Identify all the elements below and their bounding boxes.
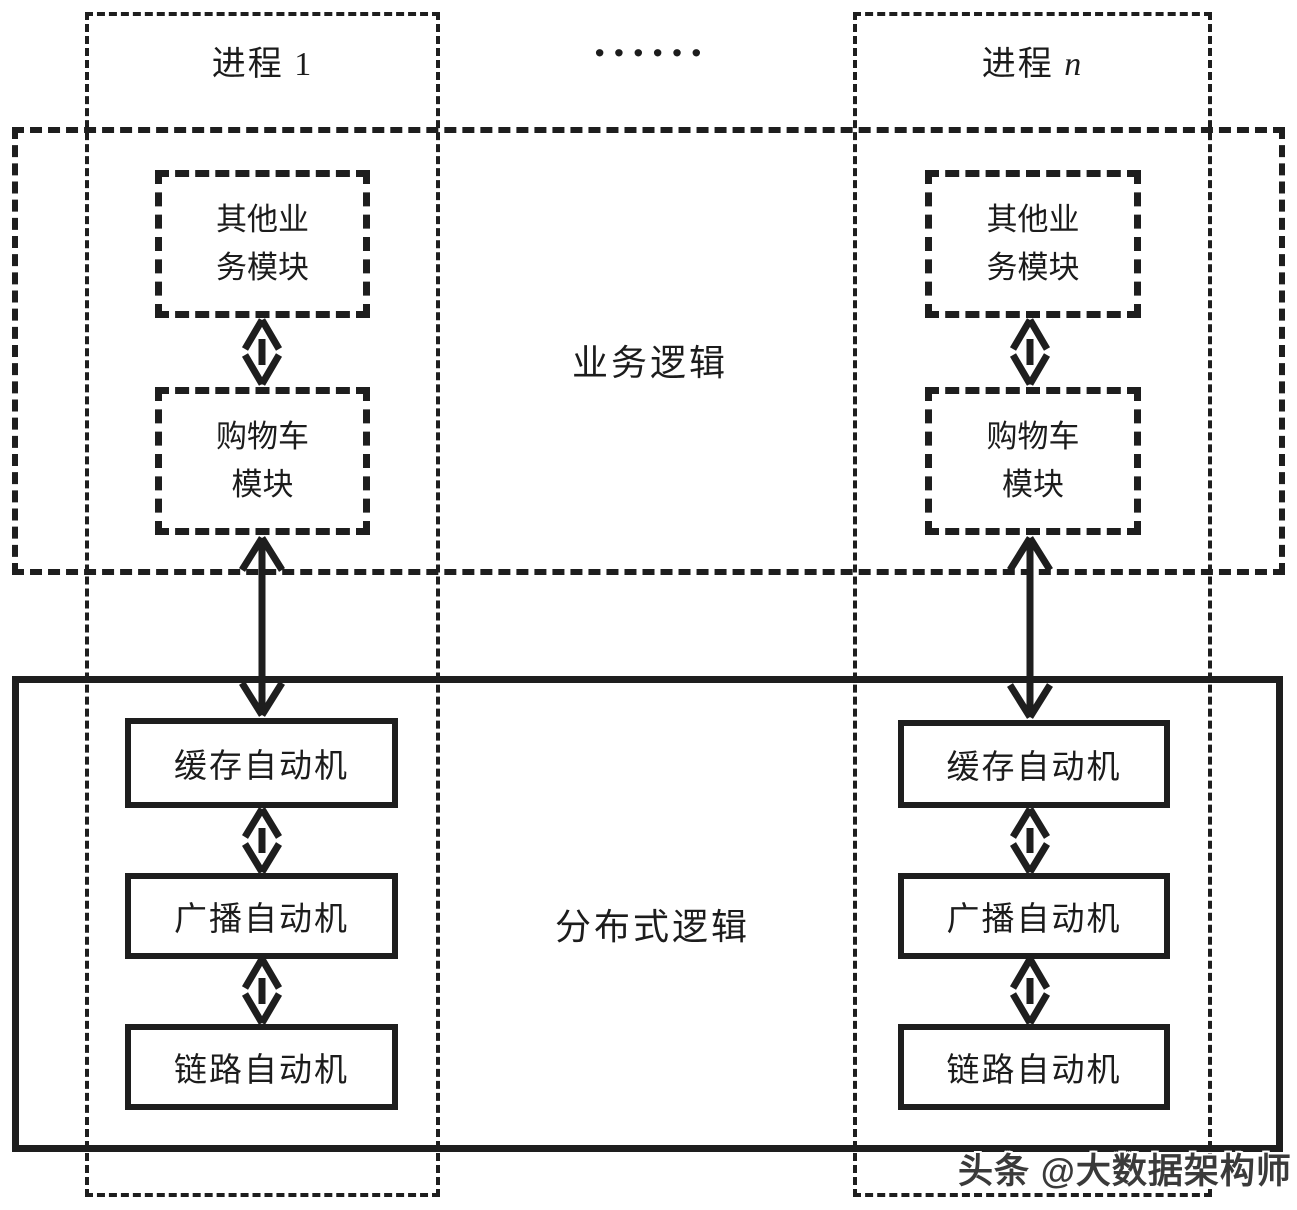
process-1-title: 进程 1 (211, 46, 314, 83)
distributed-logic-layer-frame (12, 676, 1283, 1152)
broadcast-automaton-label: 广播自动机 (946, 902, 1122, 938)
link-automaton-box-p1: 链路自动机 (125, 1024, 398, 1110)
double-arrow-icon-pn-cache-broadcast (1010, 807, 1050, 874)
link-automaton-label: 链路自动机 (174, 1053, 349, 1089)
process-n-column-frame (853, 12, 1212, 1197)
watermark-text: 头条 @大数据架构师 (958, 1152, 1292, 1191)
process-n-title-prefix: 进程 (981, 46, 1065, 83)
long-double-arrow-icon-pn (1007, 536, 1053, 719)
cache-automaton-label: 缓存自动机 (946, 750, 1122, 786)
broadcast-automaton-label: 广播自动机 (174, 902, 349, 938)
cart-module-line1: 购物车 (986, 419, 1080, 454)
other-business-module-line1: 其他业 (986, 202, 1080, 237)
broadcast-automaton-box-pn: 广播自动机 (898, 873, 1170, 959)
cart-module-box-p1: 购物车 模块 (155, 387, 370, 535)
business-logic-layer-frame (12, 127, 1285, 575)
other-business-module-line1: 其他业 (216, 202, 309, 237)
process-1-column-frame (85, 12, 440, 1197)
distributed-logic-label: 分布式逻辑 (554, 907, 750, 947)
link-automaton-box-pn: 链路自动机 (898, 1024, 1170, 1110)
process-n-title: 进程 n (853, 36, 1212, 85)
other-business-module-box-p1: 其他业 务模块 (155, 170, 370, 318)
double-arrow-icon-p1-modules (241, 318, 283, 386)
other-business-module-line2: 务模块 (216, 250, 309, 285)
cart-module-line2: 模块 (1002, 467, 1064, 502)
other-business-module-line2: 务模块 (986, 250, 1080, 285)
double-arrow-icon-pn-broadcast-link (1009, 957, 1051, 1025)
double-arrow-icon-p1-cache-broadcast (242, 807, 282, 874)
business-logic-label: 业务逻辑 (571, 343, 728, 383)
cache-automaton-label: 缓存自动机 (174, 749, 349, 785)
double-arrow-icon-pn-modules (1009, 318, 1051, 386)
long-double-arrow-icon-p1 (239, 536, 285, 717)
broadcast-automaton-box-p1: 广播自动机 (125, 873, 398, 959)
cache-automaton-box-p1: 缓存自动机 (125, 718, 398, 808)
other-business-module-box-pn: 其他业 务模块 (925, 170, 1141, 318)
process-n-title-var: n (1064, 46, 1084, 83)
cart-module-line1: 购物车 (216, 419, 309, 454)
cart-module-line2: 模块 (231, 467, 294, 502)
processes-ellipsis: ······ (591, 27, 709, 78)
cache-automaton-box-pn: 缓存自动机 (898, 720, 1170, 808)
double-arrow-icon-p1-broadcast-link (241, 957, 283, 1025)
link-automaton-label: 链路自动机 (946, 1053, 1122, 1089)
cart-module-box-pn: 购物车 模块 (925, 387, 1141, 535)
